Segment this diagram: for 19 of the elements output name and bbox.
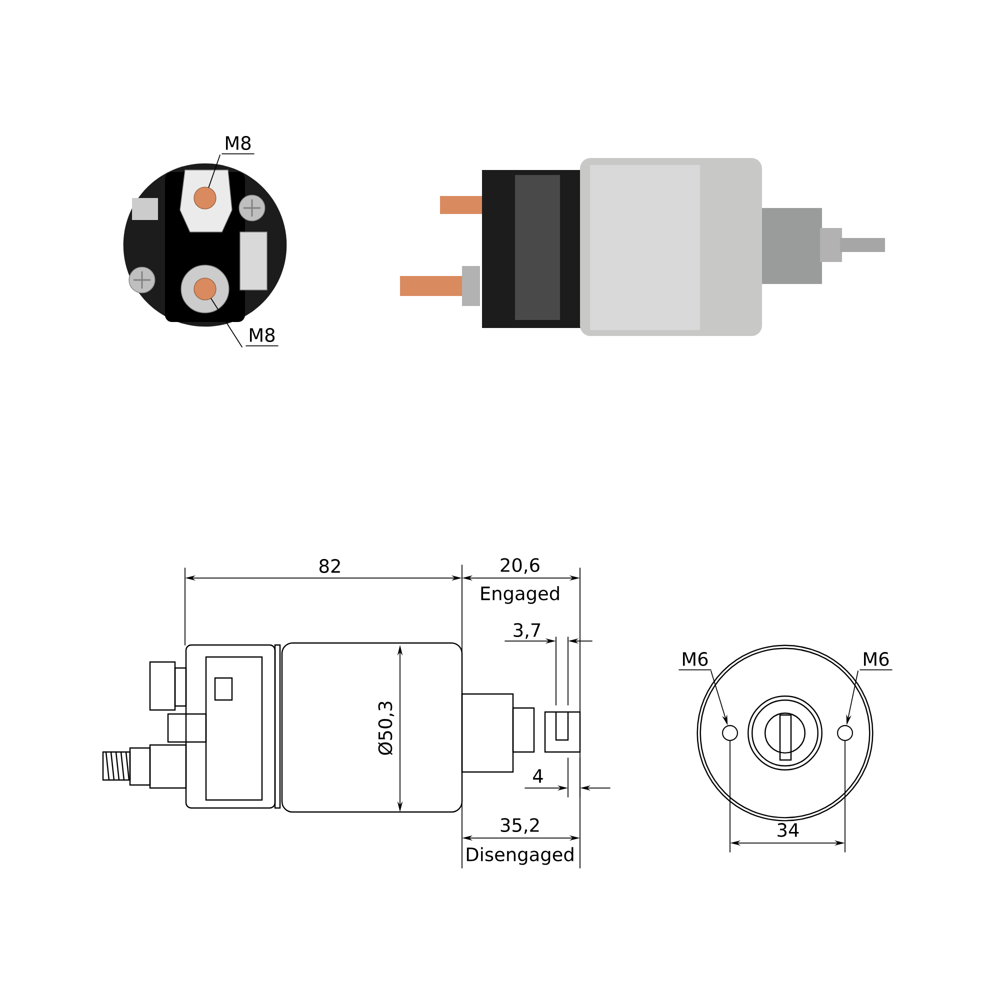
mounting-hole bbox=[722, 725, 738, 741]
dimension-text: 82 bbox=[320, 559, 340, 573]
terminal-stud bbox=[194, 278, 216, 300]
dimension-text: 3,7 bbox=[514, 623, 540, 639]
thread-label: M6 bbox=[860, 652, 892, 670]
dimension-text: 34 bbox=[778, 823, 799, 837]
dimension-text: 20,6 bbox=[500, 558, 540, 574]
thread-label: M8 bbox=[222, 136, 254, 154]
leader-line bbox=[208, 154, 220, 188]
dimension-text: 4 bbox=[533, 769, 543, 783]
dimension-text: Disengaged bbox=[466, 847, 574, 865]
leader-line bbox=[210, 298, 242, 348]
dimension-text: 35,2 bbox=[500, 818, 539, 834]
terminal-stud bbox=[194, 186, 216, 210]
thread-label: M8 bbox=[246, 328, 278, 346]
mounting-hole bbox=[837, 725, 853, 741]
thread-label: M6 bbox=[678, 652, 712, 670]
dimension-text: Engaged bbox=[481, 586, 559, 604]
dimension-text: Ø50,3 bbox=[378, 702, 394, 755]
